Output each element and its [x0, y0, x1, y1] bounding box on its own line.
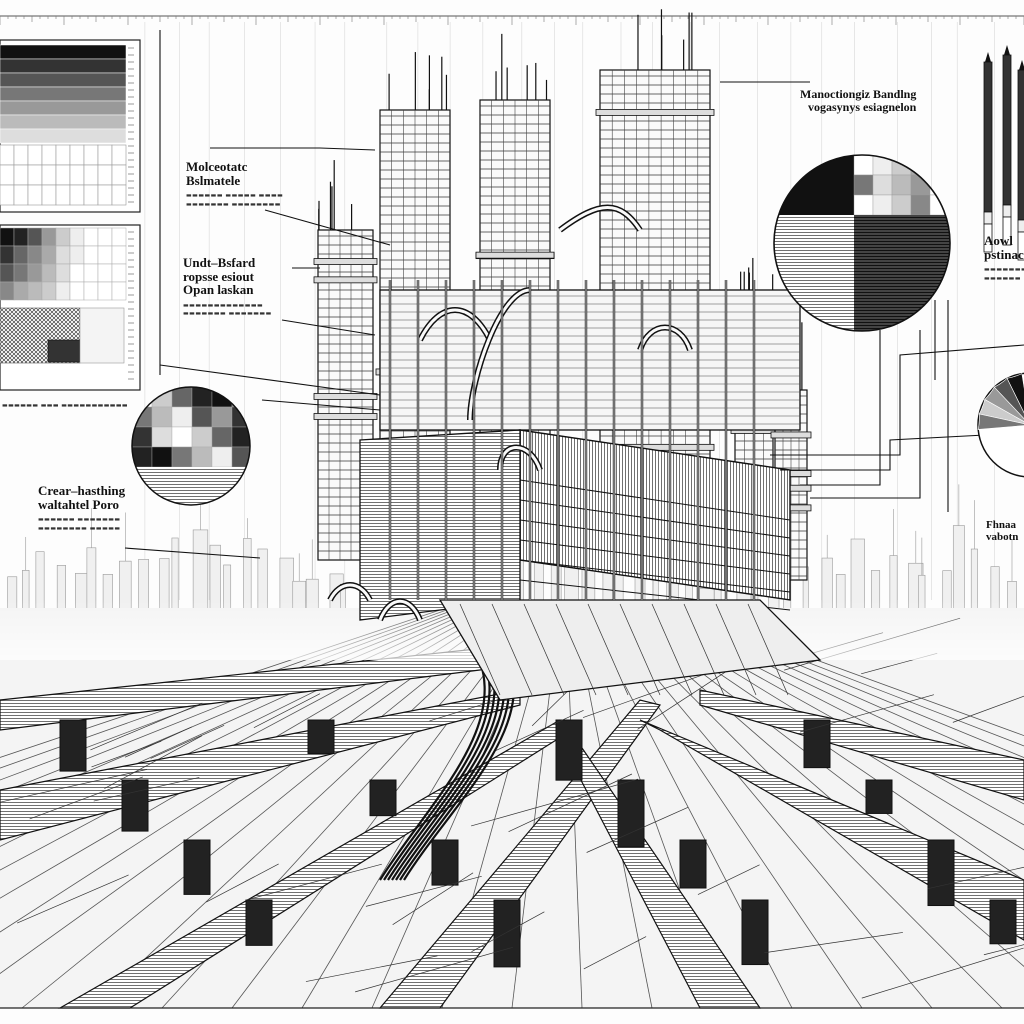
- central-tower-complex: [313, 9, 822, 701]
- label-top-right: Manoctiongiz Bandlng vogasynys esiagnelo…: [800, 87, 917, 114]
- tonal-swatch-panel-bottom: [0, 224, 141, 391]
- label-top-left: Molceotatc Bslmatele ▬▬▬▬▬▬ ▬▬▬▬▬ ▬▬▬▬ ▬…: [186, 159, 284, 208]
- label-mid-right: Aowl pstinac ▬▬▬▬▬▬▬ ▬▬▬▬▬▬: [984, 233, 1024, 282]
- label-mid-left: Undt–Bsfard ropsse esiout Opan laskan ▬▬…: [183, 255, 272, 318]
- tonal-swatch-panel-top: [0, 39, 141, 213]
- circular-swatch-edge: [977, 372, 1024, 478]
- panel-caption: ▬▬▬▬▬▬ ▬▬▬ ▬▬▬▬▬▬▬▬▬▬▬: [2, 402, 128, 409]
- pencil-icon: [983, 45, 1024, 261]
- label-lower-right: Fhnaa vabotn: [986, 519, 1019, 543]
- circular-swatch-right: [773, 154, 951, 332]
- circular-swatch-left: [131, 386, 251, 506]
- annotation-leader-lines: [124, 30, 1024, 559]
- top-ruler: [0, 15, 1024, 25]
- label-lower-left: Crear–hasthing waltahtel Poro ▬▬▬▬▬▬ ▬▬▬…: [38, 483, 126, 532]
